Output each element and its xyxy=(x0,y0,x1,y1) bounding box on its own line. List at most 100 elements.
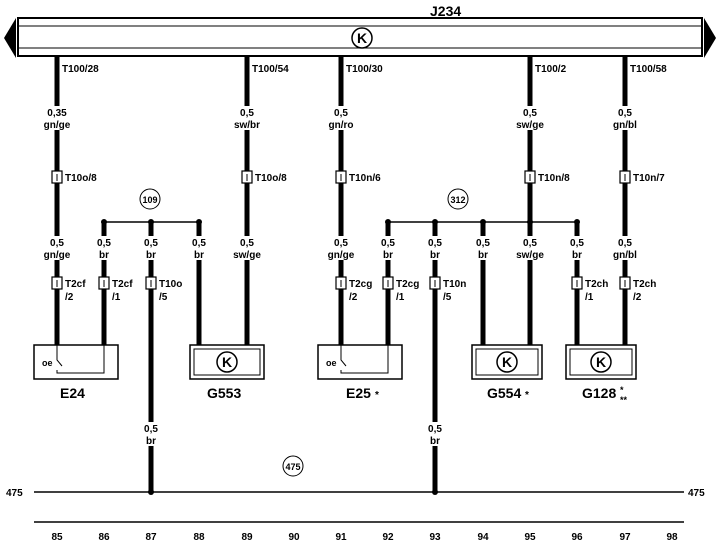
component-e25: oe E25 * xyxy=(317,344,403,401)
svg-text:T10n/6: T10n/6 xyxy=(349,173,381,184)
svg-text:/1: /1 xyxy=(112,292,121,303)
junction-dots xyxy=(101,219,580,495)
svg-text:sw/ge: sw/ge xyxy=(516,120,544,131)
component-g554: K G554 * xyxy=(471,344,543,401)
svg-text:sw/ge: sw/ge xyxy=(233,250,261,261)
svg-text:br: br xyxy=(146,436,156,447)
junction-312: 312 xyxy=(447,188,469,210)
svg-text:T2ch: T2ch xyxy=(585,279,608,290)
svg-text:**: ** xyxy=(620,395,628,405)
svg-text:0,5: 0,5 xyxy=(381,238,395,249)
svg-text:K: K xyxy=(596,354,606,370)
svg-text:br: br xyxy=(572,250,582,261)
junction-475: 475 xyxy=(282,455,304,477)
svg-text:0,5: 0,5 xyxy=(240,108,254,119)
svg-text:br: br xyxy=(478,250,488,261)
component-g553: K G553 xyxy=(189,344,265,401)
svg-text:0,5: 0,5 xyxy=(50,238,64,249)
svg-text:T10o/8: T10o/8 xyxy=(255,173,287,184)
svg-text:94: 94 xyxy=(477,532,489,543)
svg-text:0,5: 0,5 xyxy=(570,238,584,249)
svg-text:T10n: T10n xyxy=(443,279,466,290)
svg-text:86: 86 xyxy=(98,532,110,543)
svg-text:/2: /2 xyxy=(349,292,358,303)
svg-text:0,5: 0,5 xyxy=(144,424,158,435)
mid-connectors: T10o/8 T10o/8 T10n/6 T10n/8 T10n/7 xyxy=(51,170,665,184)
svg-text:0,5: 0,5 xyxy=(240,238,254,249)
junction-109: 109 xyxy=(139,188,161,210)
svg-text:br: br xyxy=(383,250,393,261)
svg-text:E24: E24 xyxy=(60,385,85,401)
svg-text:87: 87 xyxy=(145,532,157,543)
svg-text:89: 89 xyxy=(241,532,253,543)
svg-text:0,5: 0,5 xyxy=(618,238,632,249)
svg-text:0,5: 0,5 xyxy=(428,238,442,249)
svg-text:oe: oe xyxy=(42,358,53,368)
svg-text:88: 88 xyxy=(193,532,205,543)
svg-text:98: 98 xyxy=(666,532,678,543)
svg-text:T2ch: T2ch xyxy=(633,279,656,290)
svg-text:312: 312 xyxy=(450,195,465,205)
svg-text:0,5: 0,5 xyxy=(192,238,206,249)
svg-text:br: br xyxy=(146,250,156,261)
svg-text:T10n/8: T10n/8 xyxy=(538,173,570,184)
ground-wire-labels: 0,5br 0,5br xyxy=(139,422,447,447)
svg-text:gn/bl: gn/bl xyxy=(613,250,637,261)
component-g128: K G128 * ** xyxy=(565,344,637,405)
svg-text:K: K xyxy=(502,354,512,370)
sensor-k-icon xyxy=(590,351,612,373)
bus-k-symbol-icon xyxy=(351,27,373,49)
svg-text:0,5: 0,5 xyxy=(523,238,537,249)
svg-text:/5: /5 xyxy=(159,292,168,303)
svg-text:gn/ge: gn/ge xyxy=(44,120,71,131)
svg-text:0,5: 0,5 xyxy=(476,238,490,249)
svg-text:*: * xyxy=(375,390,379,401)
svg-text:gn/bl: gn/bl xyxy=(613,120,637,131)
svg-text:93: 93 xyxy=(429,532,441,543)
sensor-k-icon xyxy=(496,351,518,373)
svg-text:0,5: 0,5 xyxy=(428,424,442,435)
svg-text:T2cg: T2cg xyxy=(349,279,372,290)
svg-text:475: 475 xyxy=(6,488,23,499)
left-arrow-icon xyxy=(4,18,16,58)
svg-text:92: 92 xyxy=(382,532,394,543)
svg-text:T10o/8: T10o/8 xyxy=(65,173,97,184)
bus-k-symbol: K xyxy=(357,30,367,46)
svg-text:475: 475 xyxy=(285,462,300,472)
svg-text:0,5: 0,5 xyxy=(334,238,348,249)
svg-text:/1: /1 xyxy=(396,292,405,303)
svg-text:br: br xyxy=(430,436,440,447)
lower-wire-labels: 0,5gn/ge 0,5br 0,5br 0,5br 0,5sw/ge 0,5g… xyxy=(40,236,642,261)
svg-text:T10o: T10o xyxy=(159,279,182,290)
top-wire-labels: 0,35 gn/ge 0,5 sw/br 0,5 gn/ro 0,5 sw/ge… xyxy=(38,106,644,131)
top-connectors: T100/28 T100/54 T100/30 T100/2 T100/58 xyxy=(62,64,667,75)
svg-text:0,5: 0,5 xyxy=(97,238,111,249)
svg-text:T100/58: T100/58 xyxy=(630,64,667,75)
svg-text:0,35: 0,35 xyxy=(47,108,67,119)
svg-text:109: 109 xyxy=(142,195,157,205)
svg-text:*: * xyxy=(620,385,624,395)
svg-text:475: 475 xyxy=(688,488,705,499)
svg-text:91: 91 xyxy=(335,532,347,543)
svg-text:K: K xyxy=(222,354,232,370)
svg-text:*: * xyxy=(525,390,529,401)
svg-text:gn/ge: gn/ge xyxy=(44,250,71,261)
control-module-bus: K J234 xyxy=(4,3,716,58)
svg-text:E25: E25 xyxy=(346,385,371,401)
svg-text:T10n/7: T10n/7 xyxy=(633,173,665,184)
svg-text:G554: G554 xyxy=(487,385,521,401)
svg-text:0,5: 0,5 xyxy=(618,108,632,119)
svg-text:G128: G128 xyxy=(582,385,616,401)
svg-text:/1: /1 xyxy=(585,292,594,303)
svg-text:85: 85 xyxy=(51,532,63,543)
svg-text:T2cf: T2cf xyxy=(65,279,86,290)
pin-connectors: T2cf/2 T2cf/1 T10o/5 T2cg/2 T2cg/1 T10n/… xyxy=(51,276,656,303)
svg-text:gn/ge: gn/ge xyxy=(328,250,355,261)
svg-text:95: 95 xyxy=(524,532,536,543)
svg-text:br: br xyxy=(99,250,109,261)
svg-text:97: 97 xyxy=(619,532,631,543)
sensor-k-icon xyxy=(216,351,238,373)
svg-text:T100/28: T100/28 xyxy=(62,64,99,75)
svg-text:/5: /5 xyxy=(443,292,452,303)
svg-text:/2: /2 xyxy=(65,292,74,303)
